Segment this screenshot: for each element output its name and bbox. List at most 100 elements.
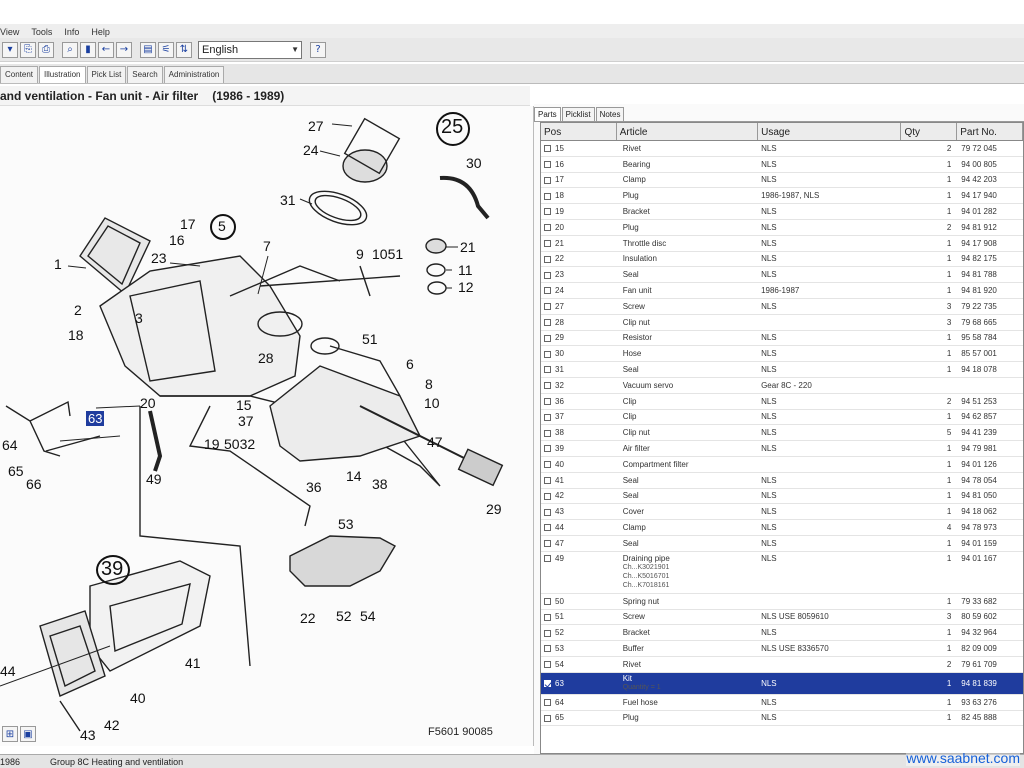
row-checkbox[interactable] bbox=[544, 613, 551, 621]
tab-parts[interactable]: Parts bbox=[534, 107, 561, 121]
row-checkbox[interactable] bbox=[544, 271, 551, 279]
callout-28[interactable]: 28 bbox=[258, 350, 274, 366]
callout-29[interactable]: 29 bbox=[486, 501, 502, 517]
callout-20[interactable]: 20 bbox=[140, 395, 156, 411]
filter-icon[interactable]: ⚟ bbox=[158, 41, 174, 58]
callout-3[interactable]: 3 bbox=[135, 310, 143, 326]
tab-pick-list[interactable]: Pick List bbox=[86, 66, 127, 83]
row-checkbox[interactable] bbox=[544, 598, 551, 605]
callout-41[interactable]: 41 bbox=[185, 655, 201, 671]
callout-47[interactable]: 47 bbox=[427, 434, 443, 450]
row-checkbox[interactable] bbox=[544, 192, 551, 200]
tab-picklist[interactable]: Picklist bbox=[561, 107, 595, 121]
callout-40[interactable]: 40 bbox=[130, 690, 146, 706]
picklist-icon[interactable]: ▤ bbox=[140, 41, 156, 58]
row-checkbox[interactable] bbox=[544, 524, 551, 532]
callout-37[interactable]: 37 bbox=[238, 413, 254, 429]
callout-7[interactable]: 7 bbox=[263, 238, 271, 254]
row-checkbox[interactable] bbox=[544, 255, 551, 263]
row-checkbox[interactable] bbox=[544, 445, 551, 453]
row-checkbox[interactable] bbox=[544, 629, 551, 637]
callout-5[interactable]: 5 bbox=[218, 218, 226, 234]
row-checkbox[interactable] bbox=[544, 461, 551, 469]
callout-66[interactable]: 66 bbox=[26, 476, 42, 492]
row-checkbox[interactable] bbox=[544, 287, 551, 295]
row-checkbox[interactable] bbox=[544, 145, 551, 153]
callout-27[interactable]: 27 bbox=[308, 118, 324, 134]
callout-25[interactable]: 25 bbox=[441, 116, 464, 138]
tab-notes[interactable]: Notes bbox=[595, 107, 625, 121]
callout-12[interactable]: 12 bbox=[458, 279, 474, 295]
callout-14[interactable]: 14 bbox=[346, 468, 362, 484]
menu-view[interactable]: View bbox=[0, 27, 20, 37]
row-checkbox[interactable] bbox=[544, 350, 551, 358]
row-checkbox[interactable] bbox=[544, 334, 551, 342]
callout-65[interactable]: 65 bbox=[8, 463, 24, 479]
callout-43[interactable]: 43 bbox=[80, 727, 96, 743]
row-checkbox[interactable] bbox=[544, 240, 551, 248]
zoom-icon[interactable]: ⌕ bbox=[62, 41, 78, 58]
tab-administration[interactable]: Administration bbox=[163, 66, 225, 83]
row-checkbox[interactable] bbox=[544, 413, 551, 421]
callout-36[interactable]: 36 bbox=[306, 479, 322, 495]
row-checkbox[interactable] bbox=[544, 429, 551, 437]
header-pos[interactable]: Pos bbox=[541, 123, 617, 140]
callout-11[interactable]: 11 bbox=[458, 262, 473, 278]
row-checkbox[interactable] bbox=[544, 508, 551, 516]
callout-1[interactable]: 1 bbox=[54, 256, 62, 272]
callout-10[interactable]: 10 bbox=[424, 395, 440, 411]
callout-30[interactable]: 30 bbox=[466, 155, 482, 171]
row-checkbox[interactable] bbox=[544, 382, 551, 390]
callout-39[interactable]: 39 bbox=[101, 558, 124, 580]
callout-15[interactable]: 15 bbox=[236, 397, 252, 413]
callout-51[interactable]: 51 bbox=[362, 331, 378, 347]
menu-tools[interactable]: Tools bbox=[31, 27, 53, 37]
callout-38[interactable]: 38 bbox=[372, 476, 388, 492]
callout-16[interactable]: 16 bbox=[169, 232, 185, 248]
callout-19[interactable]: 19 bbox=[204, 436, 220, 452]
callout-18[interactable]: 18 bbox=[68, 327, 84, 343]
header-qty[interactable]: Qty bbox=[901, 123, 958, 140]
callout-5032[interactable]: 5032 bbox=[224, 436, 256, 452]
back-arrow-icon[interactable]: ← bbox=[98, 41, 114, 58]
row-checkbox[interactable] bbox=[544, 366, 551, 374]
callout-17[interactable]: 17 bbox=[180, 216, 196, 232]
callout-21[interactable]: 21 bbox=[460, 239, 476, 255]
row-checkbox[interactable] bbox=[544, 492, 551, 500]
row-checkbox[interactable] bbox=[544, 161, 551, 169]
callout-49[interactable]: 49 bbox=[146, 471, 162, 487]
callout-23[interactable]: 23 bbox=[151, 250, 167, 266]
callout-63-selected[interactable]: 63 bbox=[86, 411, 105, 426]
row-checkbox[interactable] bbox=[544, 698, 551, 706]
callout-9[interactable]: 9 bbox=[356, 246, 364, 262]
callout-52[interactable]: 52 bbox=[336, 608, 352, 624]
